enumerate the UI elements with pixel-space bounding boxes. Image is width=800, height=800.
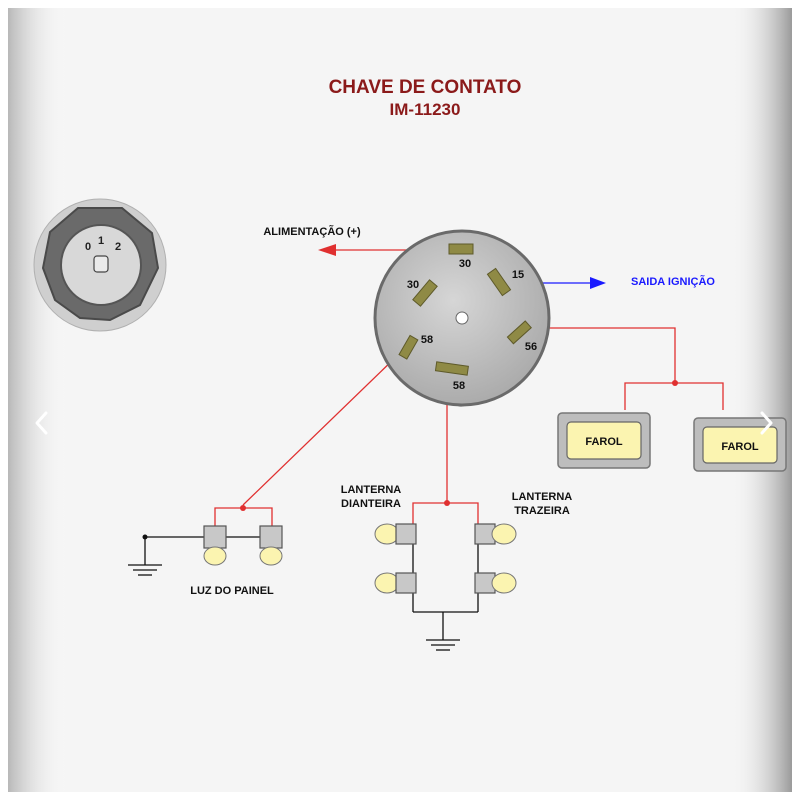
bulb-icon: [474, 523, 517, 545]
switch-terminals: [398, 243, 532, 376]
title-line-1: CHAVE DE CONTATO: [329, 77, 522, 98]
bulb-icon: [374, 572, 417, 594]
panel-lights: LUZ DO PAINEL: [128, 525, 283, 597]
bulb-icon: [474, 572, 517, 594]
terminal-15: 15: [512, 269, 524, 281]
chevron-left-icon: [35, 411, 48, 435]
ground-icon: [426, 639, 460, 651]
chevron-right-icon: [760, 411, 773, 435]
key-position-0: 0: [85, 241, 91, 253]
label-lanterna-dianteira-2: DIANTEIRA: [341, 498, 401, 510]
lanterns: LANTERNA DIANTEIRA LANTERNA TRAZEIRA: [341, 484, 573, 651]
farol-1: FAROL: [557, 412, 651, 469]
terminal-30-top: 30: [459, 258, 471, 270]
left-shade: [8, 8, 68, 792]
farol-1-label: FAROL: [585, 436, 623, 448]
saida-ignicao-arrow-icon: [590, 277, 606, 289]
bulb-icon: [259, 525, 283, 566]
ignition-switch: 30 30 15 58 58 56: [373, 229, 551, 407]
label-lanterna-dianteira-1: LANTERNA: [341, 484, 402, 496]
terminal-58-left: 58: [421, 334, 433, 346]
ground-icon: [128, 564, 162, 576]
panel-background: [8, 8, 792, 792]
label-alimentacao: ALIMENTAÇÃO (+): [263, 225, 361, 238]
label-lanterna-traseira-2: TRAZEIRA: [514, 505, 570, 517]
next-button[interactable]: [752, 405, 780, 441]
prev-button[interactable]: [28, 405, 56, 441]
terminal-58-bottom: 58: [453, 380, 465, 392]
farol-2-label: FAROL: [721, 441, 759, 453]
right-shade: [728, 8, 792, 792]
wire-56-to-farol: [533, 327, 676, 383]
title-line-2: IM-11230: [390, 100, 461, 119]
terminal-56: 56: [525, 341, 537, 353]
ignition-key-icon: 0 1 2: [33, 198, 167, 332]
junction-dots: [240, 380, 678, 511]
key-position-2: 2: [115, 241, 121, 253]
label-saida-ignicao: SAIDA IGNIÇÃO: [631, 275, 715, 288]
bulb-icon: [374, 523, 417, 545]
bulb-icon: [203, 525, 227, 566]
key-position-1: 1: [98, 235, 104, 247]
label-luz-painel: LUZ DO PAINEL: [190, 585, 274, 597]
terminal-30-left: 30: [407, 279, 419, 291]
wire-58-to-panel-lights: [242, 354, 399, 506]
label-lanterna-traseira-1: LANTERNA: [512, 491, 573, 503]
alimentacao-arrow-icon: [318, 244, 336, 256]
